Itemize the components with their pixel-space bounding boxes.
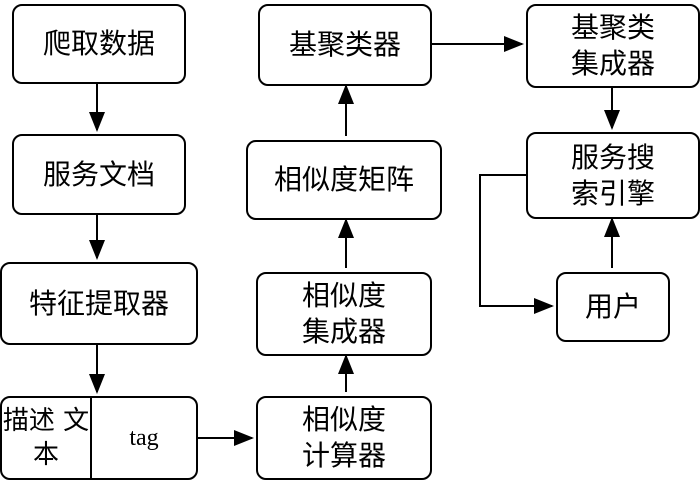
service-docs-box: 服务文档 <box>12 134 186 215</box>
description-text-line1: 描述 <box>2 406 55 436</box>
base-clusterer-box: 基聚类器 <box>258 4 432 86</box>
tag-label: tag <box>129 424 159 451</box>
arrow-search-to-user <box>479 174 554 314</box>
service-search-engine-line1: 服务搜 <box>570 140 655 174</box>
description-text-line2: 文本 <box>32 406 90 470</box>
tag-cell: tag <box>92 398 196 478</box>
similarity-calculator-line2: 计算器 <box>301 439 386 472</box>
similarity-calculator-line1: 相似度 <box>301 403 386 436</box>
service-search-engine-line2: 索引擎 <box>570 176 655 210</box>
base-cluster-ensemble-line1: 基聚类 <box>570 11 655 44</box>
crawl-data-box: 爬取数据 <box>12 4 186 84</box>
similarity-ensemble-line1: 相似度 <box>301 279 386 312</box>
feature-extractor-label: 特征提取器 <box>28 286 169 320</box>
similarity-matrix-label: 相似度矩阵 <box>273 163 414 196</box>
crawl-data-label: 爬取数据 <box>42 27 155 60</box>
similarity-calculator-box: 相似度 计算器 <box>256 396 432 480</box>
feature-extractor-box: 特征提取器 <box>0 262 198 345</box>
description-text-cell: 描述 文本 <box>2 398 92 478</box>
user-box: 用户 <box>556 272 670 342</box>
base-cluster-ensemble-line2: 集成器 <box>570 47 655 80</box>
user-label: 用户 <box>584 290 641 323</box>
service-search-engine-box: 服务搜 索引擎 <box>526 132 700 219</box>
base-clusterer-label: 基聚类器 <box>288 28 401 61</box>
text-tag-box: 描述 文本 tag <box>0 396 198 480</box>
service-docs-label: 服务文档 <box>42 157 155 191</box>
similarity-ensemble-line2: 集成器 <box>301 315 386 348</box>
similarity-matrix-box: 相似度矩阵 <box>246 140 442 220</box>
base-cluster-ensemble-box: 基聚类 集成器 <box>526 4 700 88</box>
similarity-ensemble-box: 相似度 集成器 <box>256 272 432 356</box>
